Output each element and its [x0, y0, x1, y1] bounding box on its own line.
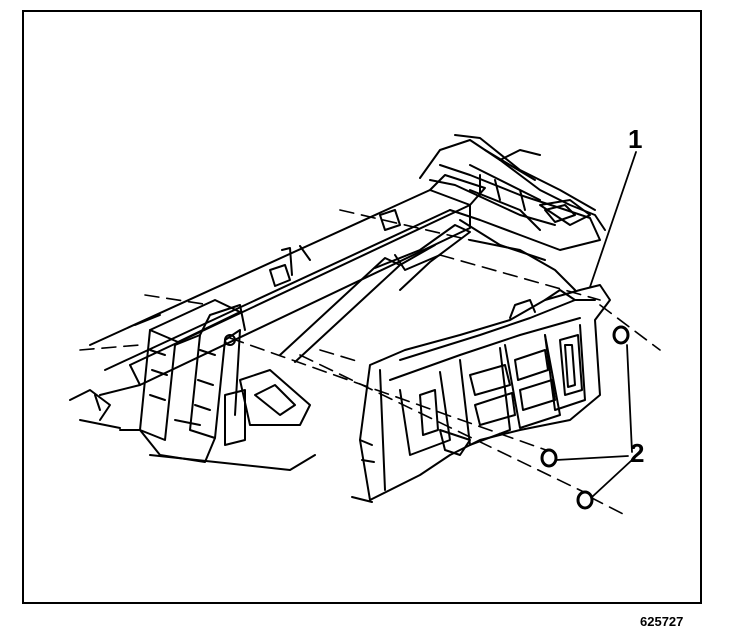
frame-rail [89, 174, 486, 396]
leader-lines [555, 151, 637, 498]
callout-label-2: 2 [630, 438, 645, 468]
fastener-set [224, 325, 630, 510]
fastener-nut-lower [576, 490, 594, 510]
callout-label-1: 1 [628, 124, 643, 154]
crossmember-bracket [69, 304, 316, 471]
fastener-nut-upper [612, 325, 630, 345]
diagonal-brace [279, 224, 471, 363]
panel-assembly [351, 284, 611, 503]
fastener-hole [224, 334, 236, 346]
body-structure-upper [419, 134, 606, 291]
figure-id: 625727 [640, 614, 684, 629]
fastener-nut-middle [540, 448, 558, 468]
centerline-axes [79, 209, 661, 516]
